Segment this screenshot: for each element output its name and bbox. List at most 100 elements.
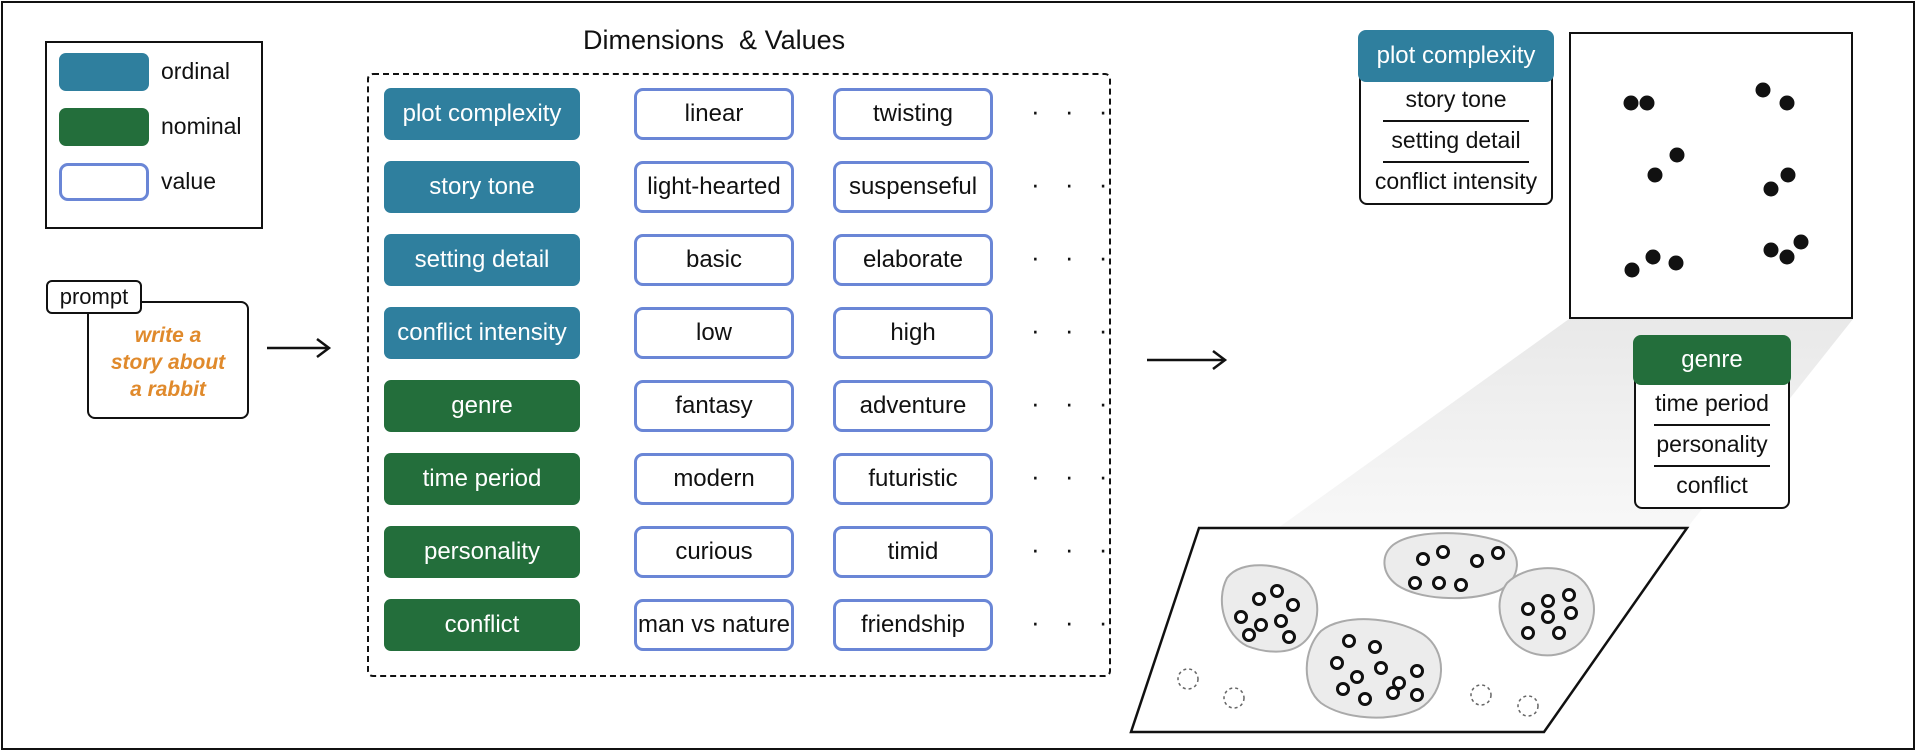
- data-point: [1274, 614, 1288, 628]
- ordinal-card-item: setting detail: [1391, 127, 1521, 153]
- nominal-card-divider: [1654, 424, 1770, 426]
- nominal-card-item: personality: [1656, 431, 1768, 457]
- dimension-chip: genre: [384, 380, 580, 432]
- dimension-chip: story tone: [384, 161, 580, 213]
- nominal-card-divider: [1654, 465, 1770, 467]
- point: [1647, 167, 1663, 183]
- data-point: [1342, 634, 1356, 648]
- point: [1763, 242, 1779, 258]
- point: [1780, 167, 1796, 183]
- embedding-space: [1129, 319, 1853, 734]
- value-chip: twisting: [833, 88, 993, 140]
- nominal-card-item: time period: [1655, 390, 1769, 416]
- data-point: [1432, 576, 1446, 590]
- legend-nominal-label: nominal: [161, 113, 242, 139]
- point: [1779, 249, 1795, 265]
- more-values-ellipsis: · · ·: [1031, 96, 1117, 126]
- dimension-chip: time period: [384, 453, 580, 505]
- data-point: [1330, 656, 1344, 670]
- data-point: [1254, 618, 1268, 632]
- data-point: [1541, 594, 1555, 608]
- more-values-ellipsis: · · ·: [1031, 607, 1117, 637]
- legend-ordinal-label: ordinal: [161, 58, 231, 84]
- dimension-chip: conflict intensity: [384, 307, 580, 359]
- zoomed-points: [1623, 82, 1809, 278]
- empty-region: [1177, 668, 1199, 690]
- dimensions-values-title: Dimensions & Values: [583, 25, 846, 55]
- value-chip: friendship: [833, 599, 993, 651]
- zoomed-cluster-view: [1569, 32, 1853, 319]
- data-point: [1336, 682, 1350, 696]
- dimension-chip: personality: [384, 526, 580, 578]
- more-values-ellipsis: · · ·: [1031, 242, 1117, 272]
- data-point: [1408, 576, 1422, 590]
- value-chip: suspenseful: [833, 161, 993, 213]
- value-chip: high: [833, 307, 993, 359]
- data-point: [1386, 686, 1400, 700]
- more-values-ellipsis: · · ·: [1031, 534, 1117, 564]
- dimension-chip: plot complexity: [384, 88, 580, 140]
- dimensions-container: [367, 73, 1111, 677]
- data-point: [1358, 692, 1372, 706]
- point: [1623, 95, 1639, 111]
- more-values-ellipsis: · · ·: [1031, 461, 1117, 491]
- data-point: [1521, 626, 1535, 640]
- value-chip: linear: [634, 88, 794, 140]
- ordinal-card-item: story tone: [1405, 86, 1507, 112]
- data-point: [1552, 626, 1566, 640]
- value-chip: man vs nature: [634, 599, 794, 651]
- data-point: [1491, 546, 1505, 560]
- ordinal-card-header: plot complexity: [1358, 30, 1554, 82]
- data-point: [1234, 610, 1248, 624]
- legend-box: ordinal nominal value: [45, 41, 263, 229]
- data-point: [1270, 584, 1284, 598]
- ordinal-card-divider: [1383, 120, 1529, 122]
- prompt-text: write a story about a rabbit: [89, 322, 247, 403]
- prompt-box: write a story about a rabbit: [87, 301, 249, 419]
- prompt-line-2: story about: [110, 351, 226, 374]
- cluster-region: [1383, 532, 1518, 600]
- data-point: [1282, 630, 1296, 644]
- data-point: [1374, 661, 1388, 675]
- data-point: [1410, 688, 1424, 702]
- dimension-chip: conflict: [384, 599, 580, 651]
- value-chip: elaborate: [833, 234, 993, 286]
- point: [1639, 95, 1655, 111]
- data-point: [1350, 670, 1364, 684]
- value-chip: adventure: [833, 380, 993, 432]
- value-chip: timid: [833, 526, 993, 578]
- point: [1624, 262, 1640, 278]
- value-chip: futuristic: [833, 453, 993, 505]
- data-point: [1368, 640, 1382, 654]
- data-point: [1521, 602, 1535, 616]
- data-point: [1242, 628, 1256, 642]
- arrow-prompt-to-dimensions: [267, 338, 332, 358]
- data-point: [1252, 592, 1266, 606]
- dimension-chip: setting detail: [384, 234, 580, 286]
- ordinal-card-divider: [1383, 161, 1529, 163]
- prompt-tag: prompt: [46, 280, 142, 314]
- point: [1763, 181, 1779, 197]
- data-point: [1470, 554, 1484, 568]
- prompt-line-3: a rabbit: [130, 378, 206, 401]
- arrow-dimensions-to-space: [1147, 350, 1228, 370]
- data-point: [1392, 676, 1406, 690]
- value-chip: modern: [634, 453, 794, 505]
- value-chip: basic: [634, 234, 794, 286]
- value-chip: light-hearted: [634, 161, 794, 213]
- point: [1779, 95, 1795, 111]
- nominal-card-header: genre: [1633, 335, 1791, 385]
- ordinal-card: story tone setting detail conflict inten…: [1359, 67, 1553, 205]
- legend-ordinal-swatch: [59, 53, 149, 91]
- legend-value-swatch: [59, 163, 149, 201]
- point: [1669, 147, 1685, 163]
- data-point: [1416, 552, 1430, 566]
- data-point: [1286, 598, 1300, 612]
- empty-region: [1223, 687, 1245, 709]
- nominal-card-item: conflict: [1676, 472, 1748, 498]
- point: [1755, 82, 1771, 98]
- empty-region: [1470, 684, 1492, 706]
- value-chip: low: [634, 307, 794, 359]
- value-chip: fantasy: [634, 380, 794, 432]
